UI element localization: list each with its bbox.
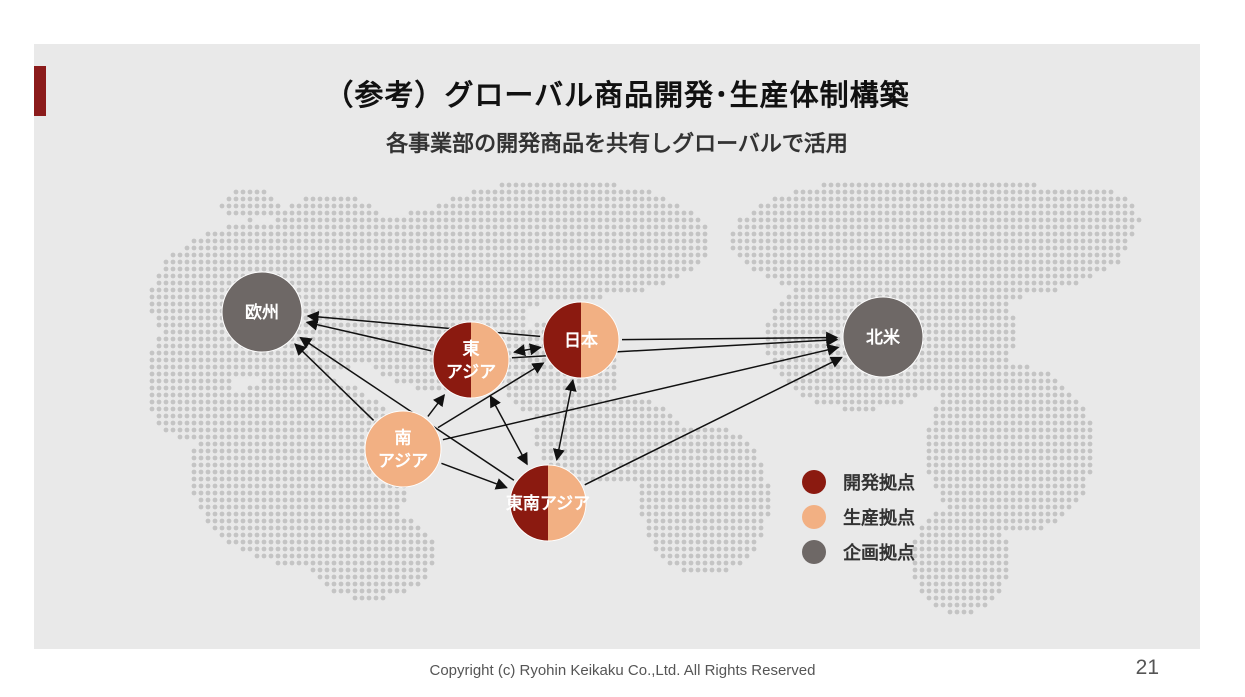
legend-item: 生産拠点 <box>802 505 915 529</box>
node-east-asia-label: 東アジア <box>446 339 496 383</box>
arrow-southeast-asia-to-europe <box>299 336 515 481</box>
node-south-asia: 南アジア <box>364 410 442 488</box>
arrow-south-asia-to-southeast-asia <box>441 462 508 490</box>
connection-arrows <box>294 310 843 490</box>
node-japan: 日本 <box>542 301 620 379</box>
arrow-japan-to-east-asia <box>513 343 542 357</box>
node-southeast-asia: 東南アジア <box>506 464 590 542</box>
legend-swatch <box>802 505 826 529</box>
node-east-asia: 東アジア <box>432 321 510 399</box>
node-japan-label: 日本 <box>564 330 598 351</box>
legend-label: 企画拠点 <box>842 542 915 564</box>
legend-swatch <box>802 540 826 564</box>
legend-item: 企画拠点 <box>802 540 915 564</box>
node-southeast-asia-label: 東南アジア <box>506 493 590 514</box>
legend-item: 開発拠点 <box>802 470 915 494</box>
arrow-south-asia-to-east-asia <box>427 394 446 417</box>
legend-label: 開発拠点 <box>843 472 915 494</box>
arrow-east-asia-to-europe <box>305 318 432 352</box>
node-south-asia-label: 南アジア <box>378 428 428 472</box>
copyright-footer: Copyright (c) Ryohin Keikaku Co.,Ltd. Al… <box>429 662 816 679</box>
node-north-america-label: 北米 <box>866 327 901 348</box>
page-number: 21 <box>1135 656 1159 679</box>
arrow-japan-to-north-america <box>621 331 839 344</box>
legend-label: 生産拠点 <box>843 507 915 529</box>
slide-title: （参考）グローバル商品開発･生産体制構築 <box>324 78 910 112</box>
arrow-japan-to-southeast-asia <box>552 379 577 462</box>
arrow-southeast-asia-to-north-america <box>584 356 843 486</box>
arrow-east-asia-to-southeast-asia <box>489 395 528 466</box>
world-map-dots <box>149 182 1142 615</box>
arrow-south-asia-to-europe <box>294 343 375 421</box>
arrow-japan-to-europe <box>306 310 541 338</box>
node-north-america: 北米 <box>842 296 924 378</box>
slide-subtitle: 各事業部の開発商品を共有しグローバルで活用 <box>386 132 848 157</box>
legend-swatch <box>802 470 826 494</box>
node-europe: 欧州 <box>221 271 303 353</box>
title-accent-bar <box>34 66 46 116</box>
node-europe-label: 欧州 <box>245 302 279 323</box>
